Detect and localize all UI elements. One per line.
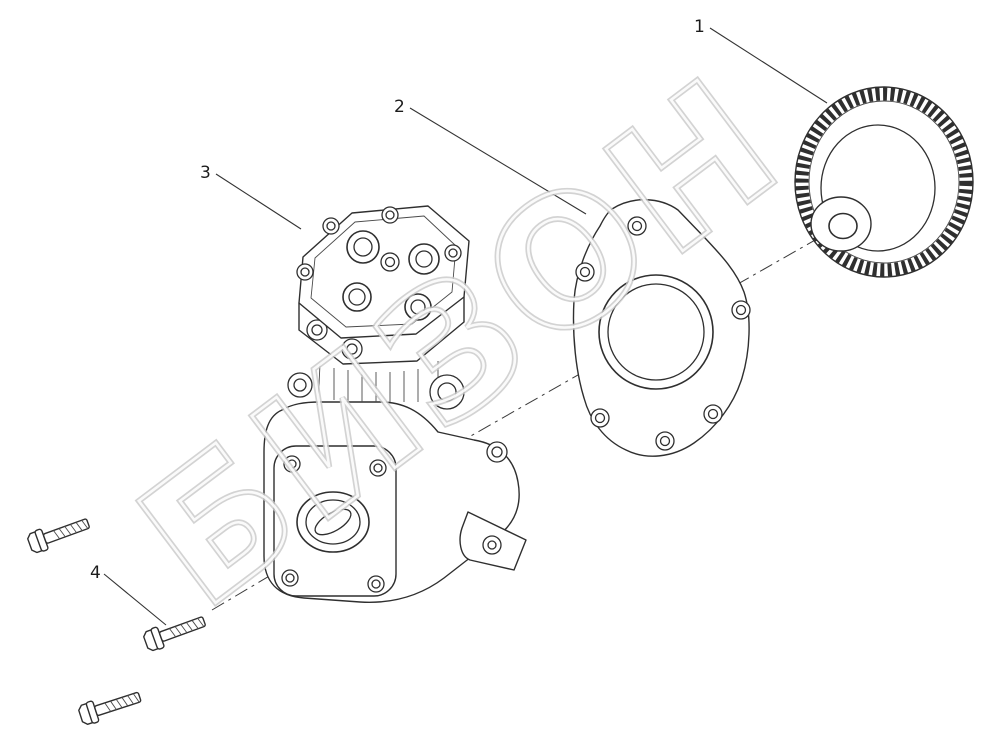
front-flange-bolts: [281, 455, 387, 593]
front-port-slot: [314, 508, 352, 536]
callout-4-label: 4: [90, 563, 101, 583]
gear-bore: [828, 212, 858, 240]
callout-3-line: [215, 173, 302, 230]
head-plugs: [296, 206, 462, 281]
callout-3: 3: [200, 163, 302, 230]
callout-2-line: [409, 107, 587, 215]
callout-1-label: 1: [694, 17, 705, 37]
callout-4: 4: [90, 563, 167, 626]
callout-1: 1: [694, 17, 828, 104]
callout-1-line: [709, 27, 828, 104]
callout-2: 2: [394, 97, 587, 215]
callout-2-label: 2: [394, 97, 405, 117]
flange-bore-inner: [607, 283, 705, 381]
cylinder-mid: [287, 361, 465, 410]
callout-3-label: 3: [200, 163, 211, 183]
flange-bolt-3: [76, 685, 144, 728]
cylinder-head: [296, 205, 470, 339]
air-compressor: [263, 205, 527, 603]
gear-teeth: [795, 87, 973, 277]
flange-bolt-holes: [575, 216, 751, 451]
mounting-flange: [572, 199, 751, 457]
callout-4-line: [103, 573, 167, 626]
flange-bolt-2: [141, 610, 209, 654]
drive-gear: [794, 86, 974, 278]
flange-bolt-1: [25, 512, 93, 556]
